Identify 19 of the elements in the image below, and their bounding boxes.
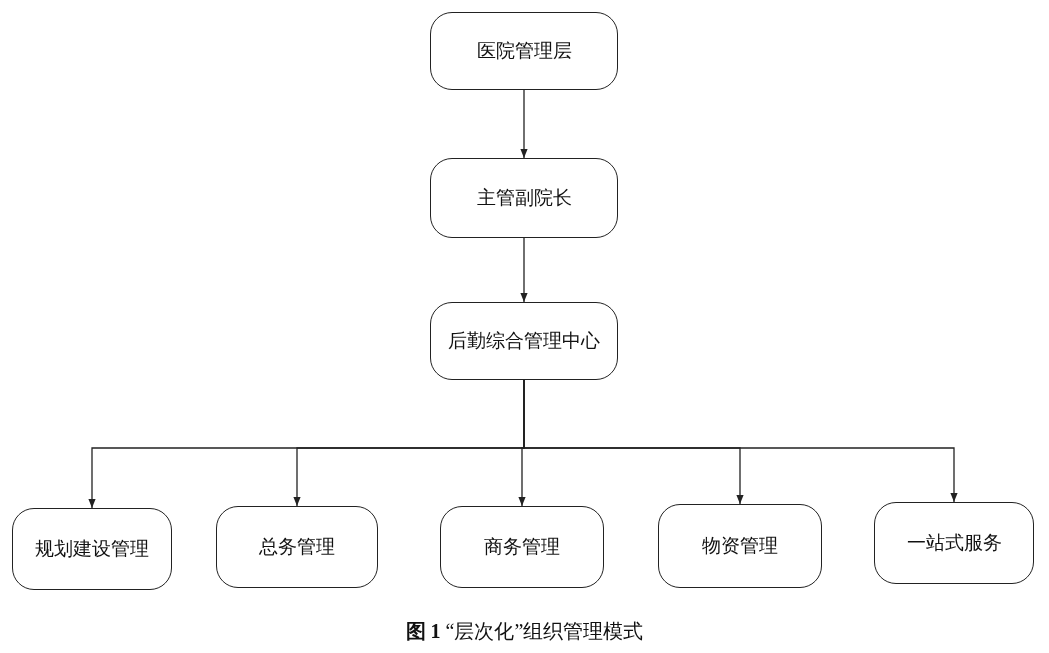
box-label: 商务管理 (484, 535, 560, 559)
box-label: 后勤综合管理中心 (448, 329, 600, 353)
box-label: 物资管理 (702, 534, 778, 558)
box-label: 一站式服务 (906, 531, 1002, 555)
process-box (430, 158, 618, 238)
process-box (874, 502, 1034, 584)
process-box (430, 302, 618, 380)
process-box (216, 506, 378, 588)
box-label: 总务管理 (259, 535, 335, 559)
arrow (520, 89, 528, 159)
figure-caption: 图 1 “层次化”组织管理模式 (405, 620, 644, 642)
process-box (658, 504, 822, 588)
arrow (520, 237, 528, 303)
process-box (12, 508, 172, 590)
box-label: 规划建设管理 (35, 537, 149, 561)
process-box (430, 12, 618, 90)
box-label: 主管副院长 (476, 186, 572, 210)
process-box (440, 506, 604, 588)
box-label: 医院管理层 (476, 39, 572, 63)
